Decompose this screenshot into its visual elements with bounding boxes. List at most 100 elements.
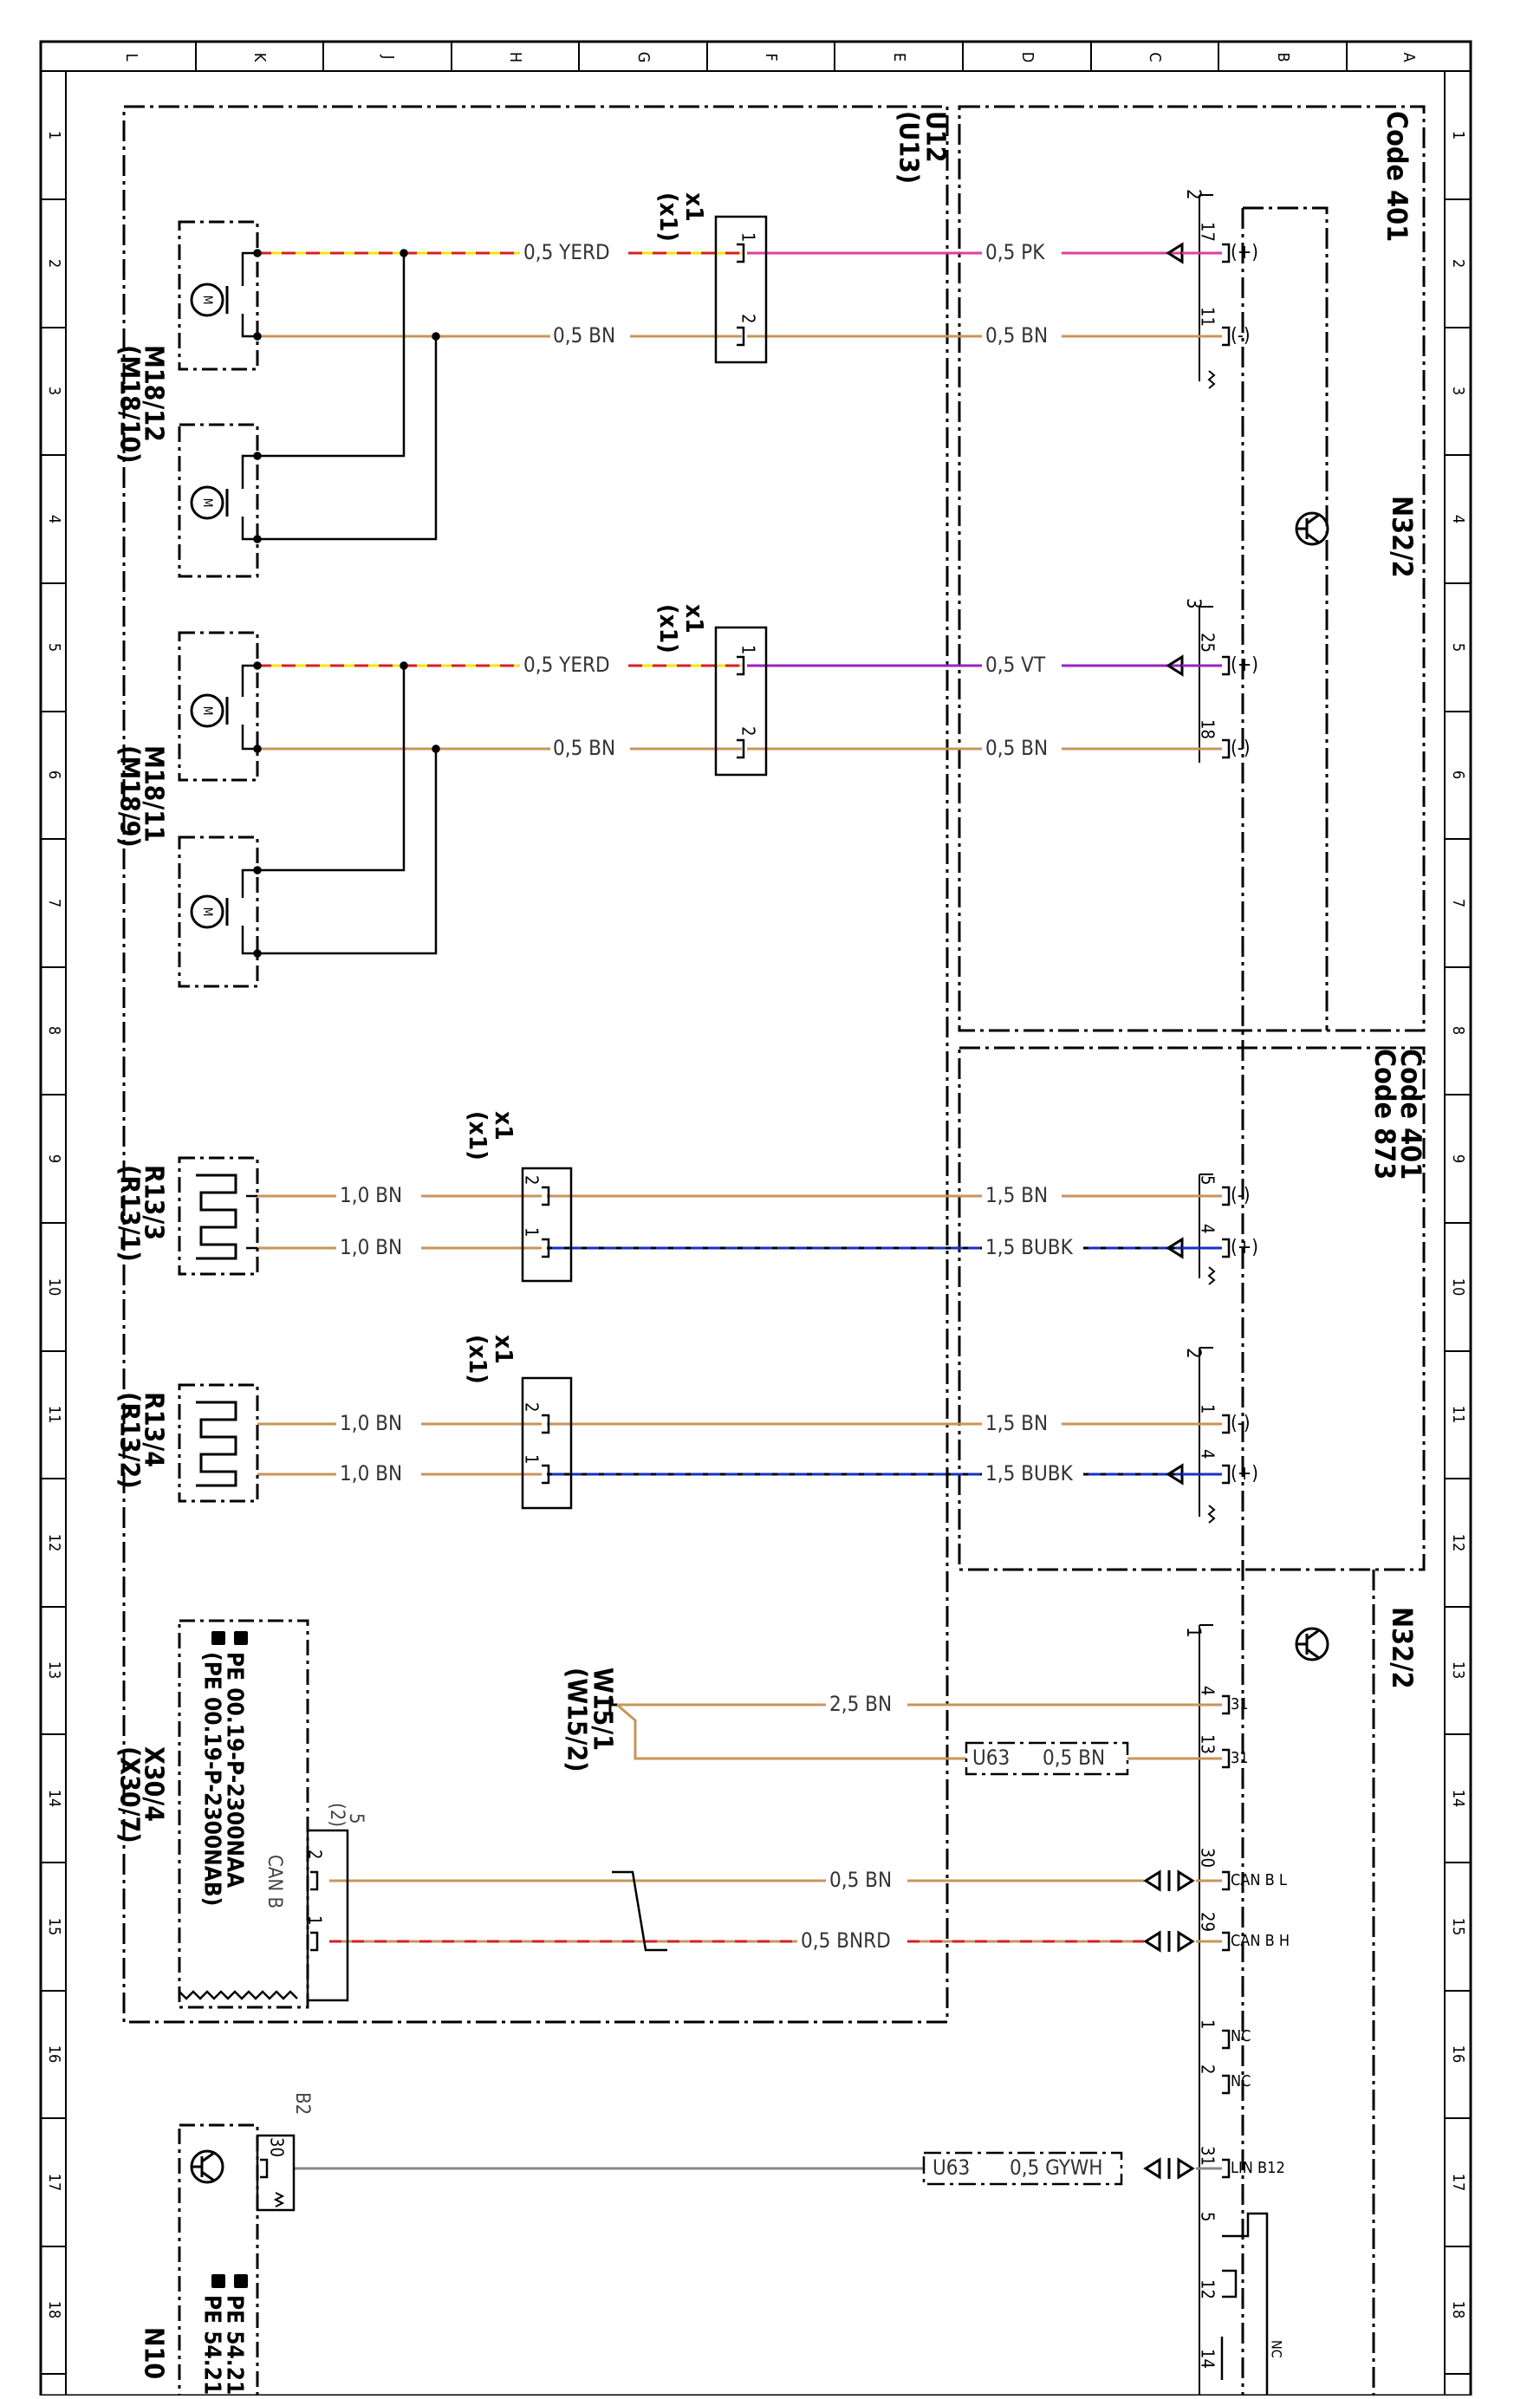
column-ruler [195, 42, 1348, 71]
wire-label: 0,5 BN [1043, 1746, 1105, 1770]
component-label: R13/4 [139, 1392, 169, 1467]
row-label: 12 [1449, 1534, 1467, 1552]
component-label: M18/12 [139, 345, 169, 442]
connector-label: (x1) [464, 1335, 492, 1384]
pin-number: 14 [1198, 2349, 1218, 2369]
n32-label: N32/2 [1386, 1607, 1419, 1689]
column-label: E [890, 53, 908, 62]
column-label: F [762, 53, 780, 61]
u12-label: U12 [920, 111, 951, 162]
row-label: 4 [1449, 515, 1467, 523]
heater-icon [196, 1401, 237, 1487]
wire-label: 1,5 BN [985, 1183, 1048, 1207]
column-label: L [122, 53, 140, 61]
wire-label: 0,5 VT [985, 653, 1046, 677]
connector-label: (x1) [654, 192, 683, 242]
column-label: K [250, 53, 269, 62]
signal-label: CAN B L [1231, 1871, 1287, 1889]
heater-r13-3 [178, 1156, 259, 1276]
u12-alt-label: (U13) [893, 111, 924, 184]
row-label: 11 [45, 1406, 63, 1424]
wire-label: 0,5 BN [985, 736, 1048, 760]
signal-label: (-) [1231, 325, 1251, 347]
row-label: 16 [1449, 2045, 1467, 2064]
wire-label: 1,0 BN [340, 1183, 402, 1207]
wire-label: 2,5 BN [829, 1692, 892, 1716]
wire-label: 1,5 BN [985, 1411, 1048, 1435]
row-label: 10 [1449, 1278, 1467, 1297]
wire-label: 1,5 BUBK [985, 1461, 1074, 1486]
column-label: H [506, 52, 524, 62]
connector-group-number: 3 [1182, 598, 1204, 609]
row-ruler [41, 198, 1471, 2375]
pin-number: 31 [1198, 2146, 1218, 2166]
wire-label: 0,5 YERD [523, 653, 610, 677]
code-873-label: Code 873 [1368, 1049, 1401, 1180]
connector-x1 [714, 215, 768, 364]
signal-label: (+) [1231, 1237, 1258, 1258]
row-label: 10 [45, 1278, 63, 1297]
row-label: 11 [1449, 1406, 1467, 1424]
component-label: M18/11 [139, 745, 169, 842]
pin-number: 1 [522, 1227, 543, 1237]
pin-number: 1 [305, 1915, 326, 1925]
u63-lin-box: U63 0,5 GYWH [922, 2151, 1123, 2186]
row-label: 4 [45, 515, 63, 523]
wire-label: 0,5 BN [553, 323, 615, 348]
component-label: N10 [139, 2327, 169, 2379]
transistor-icon [190, 2149, 224, 2184]
component-label: (W15/2) [562, 1668, 592, 1772]
pin-number: 1 [738, 232, 759, 242]
pin-number: 2 [738, 314, 759, 323]
pe-reference: (PE 00.19-P-2300NAB) [199, 1652, 225, 1906]
connector-label: x1 [490, 1335, 518, 1364]
connector-label: (x1) [464, 1111, 492, 1160]
component-label: W15/1 [588, 1668, 618, 1751]
can-b-label: CAN B [263, 1855, 285, 1908]
column-label: A [1400, 52, 1418, 62]
pin-number: 2 [1198, 2064, 1218, 2074]
connector-x1 [521, 1376, 573, 1510]
motor-m18-11 [178, 631, 259, 988]
row-label: 2 [1449, 259, 1467, 268]
row-label: 9 [1449, 1154, 1467, 1163]
signal-label: 31 [1231, 1695, 1249, 1713]
pin-number: 5 [1198, 2212, 1218, 2221]
splice-branches [253, 661, 440, 958]
wire-label: 1,0 BN [340, 1461, 402, 1486]
row-label: 13 [1449, 1661, 1467, 1680]
pin-number: 1 [1198, 2019, 1218, 2029]
signal-label: (+) [1231, 242, 1258, 263]
signal-label: (-) [1231, 1413, 1251, 1434]
pin-number: 18 [1198, 719, 1218, 739]
pin-number: 1 [738, 645, 759, 654]
row-label: 3 [45, 387, 63, 395]
signal-label: (+) [1231, 654, 1258, 676]
pin-number: 2 [305, 1850, 326, 1859]
column-label: D [1018, 52, 1036, 62]
pin-number: 2 [738, 726, 759, 736]
signal-label: CAN B H [1231, 1932, 1290, 1950]
pin-number: 4 [1198, 1686, 1218, 1695]
connector-group-number: 2 [1182, 1348, 1204, 1359]
component-label: (M18/9) [114, 745, 145, 848]
pe-reference: PE 00.19-P-2300NAA [222, 1652, 248, 1888]
can-b-junction-x30-4 [178, 1619, 349, 2009]
row-label: 8 [1449, 1026, 1467, 1035]
row-label: 6 [45, 770, 63, 779]
wire-label: 0,5 GYWH [1010, 2155, 1103, 2180]
connector-label: x1 [680, 192, 709, 222]
pin-number: 1 [1198, 1404, 1218, 1414]
row-label: 16 [45, 2045, 63, 2064]
component-label: (R13/2) [114, 1392, 145, 1489]
row-label: 12 [45, 1534, 63, 1552]
row-label: 15 [45, 1918, 63, 1936]
pin-number: 13 [1198, 1734, 1218, 1754]
pin-number: 4 [1198, 1224, 1218, 1233]
component-label: (X30/7) [114, 1746, 145, 1843]
code-401-label: Code 401 [1381, 111, 1413, 242]
connector-label: (x1) [654, 604, 683, 653]
pin-number: 25 [1198, 633, 1218, 653]
u63-label: U63 [972, 1746, 1010, 1770]
